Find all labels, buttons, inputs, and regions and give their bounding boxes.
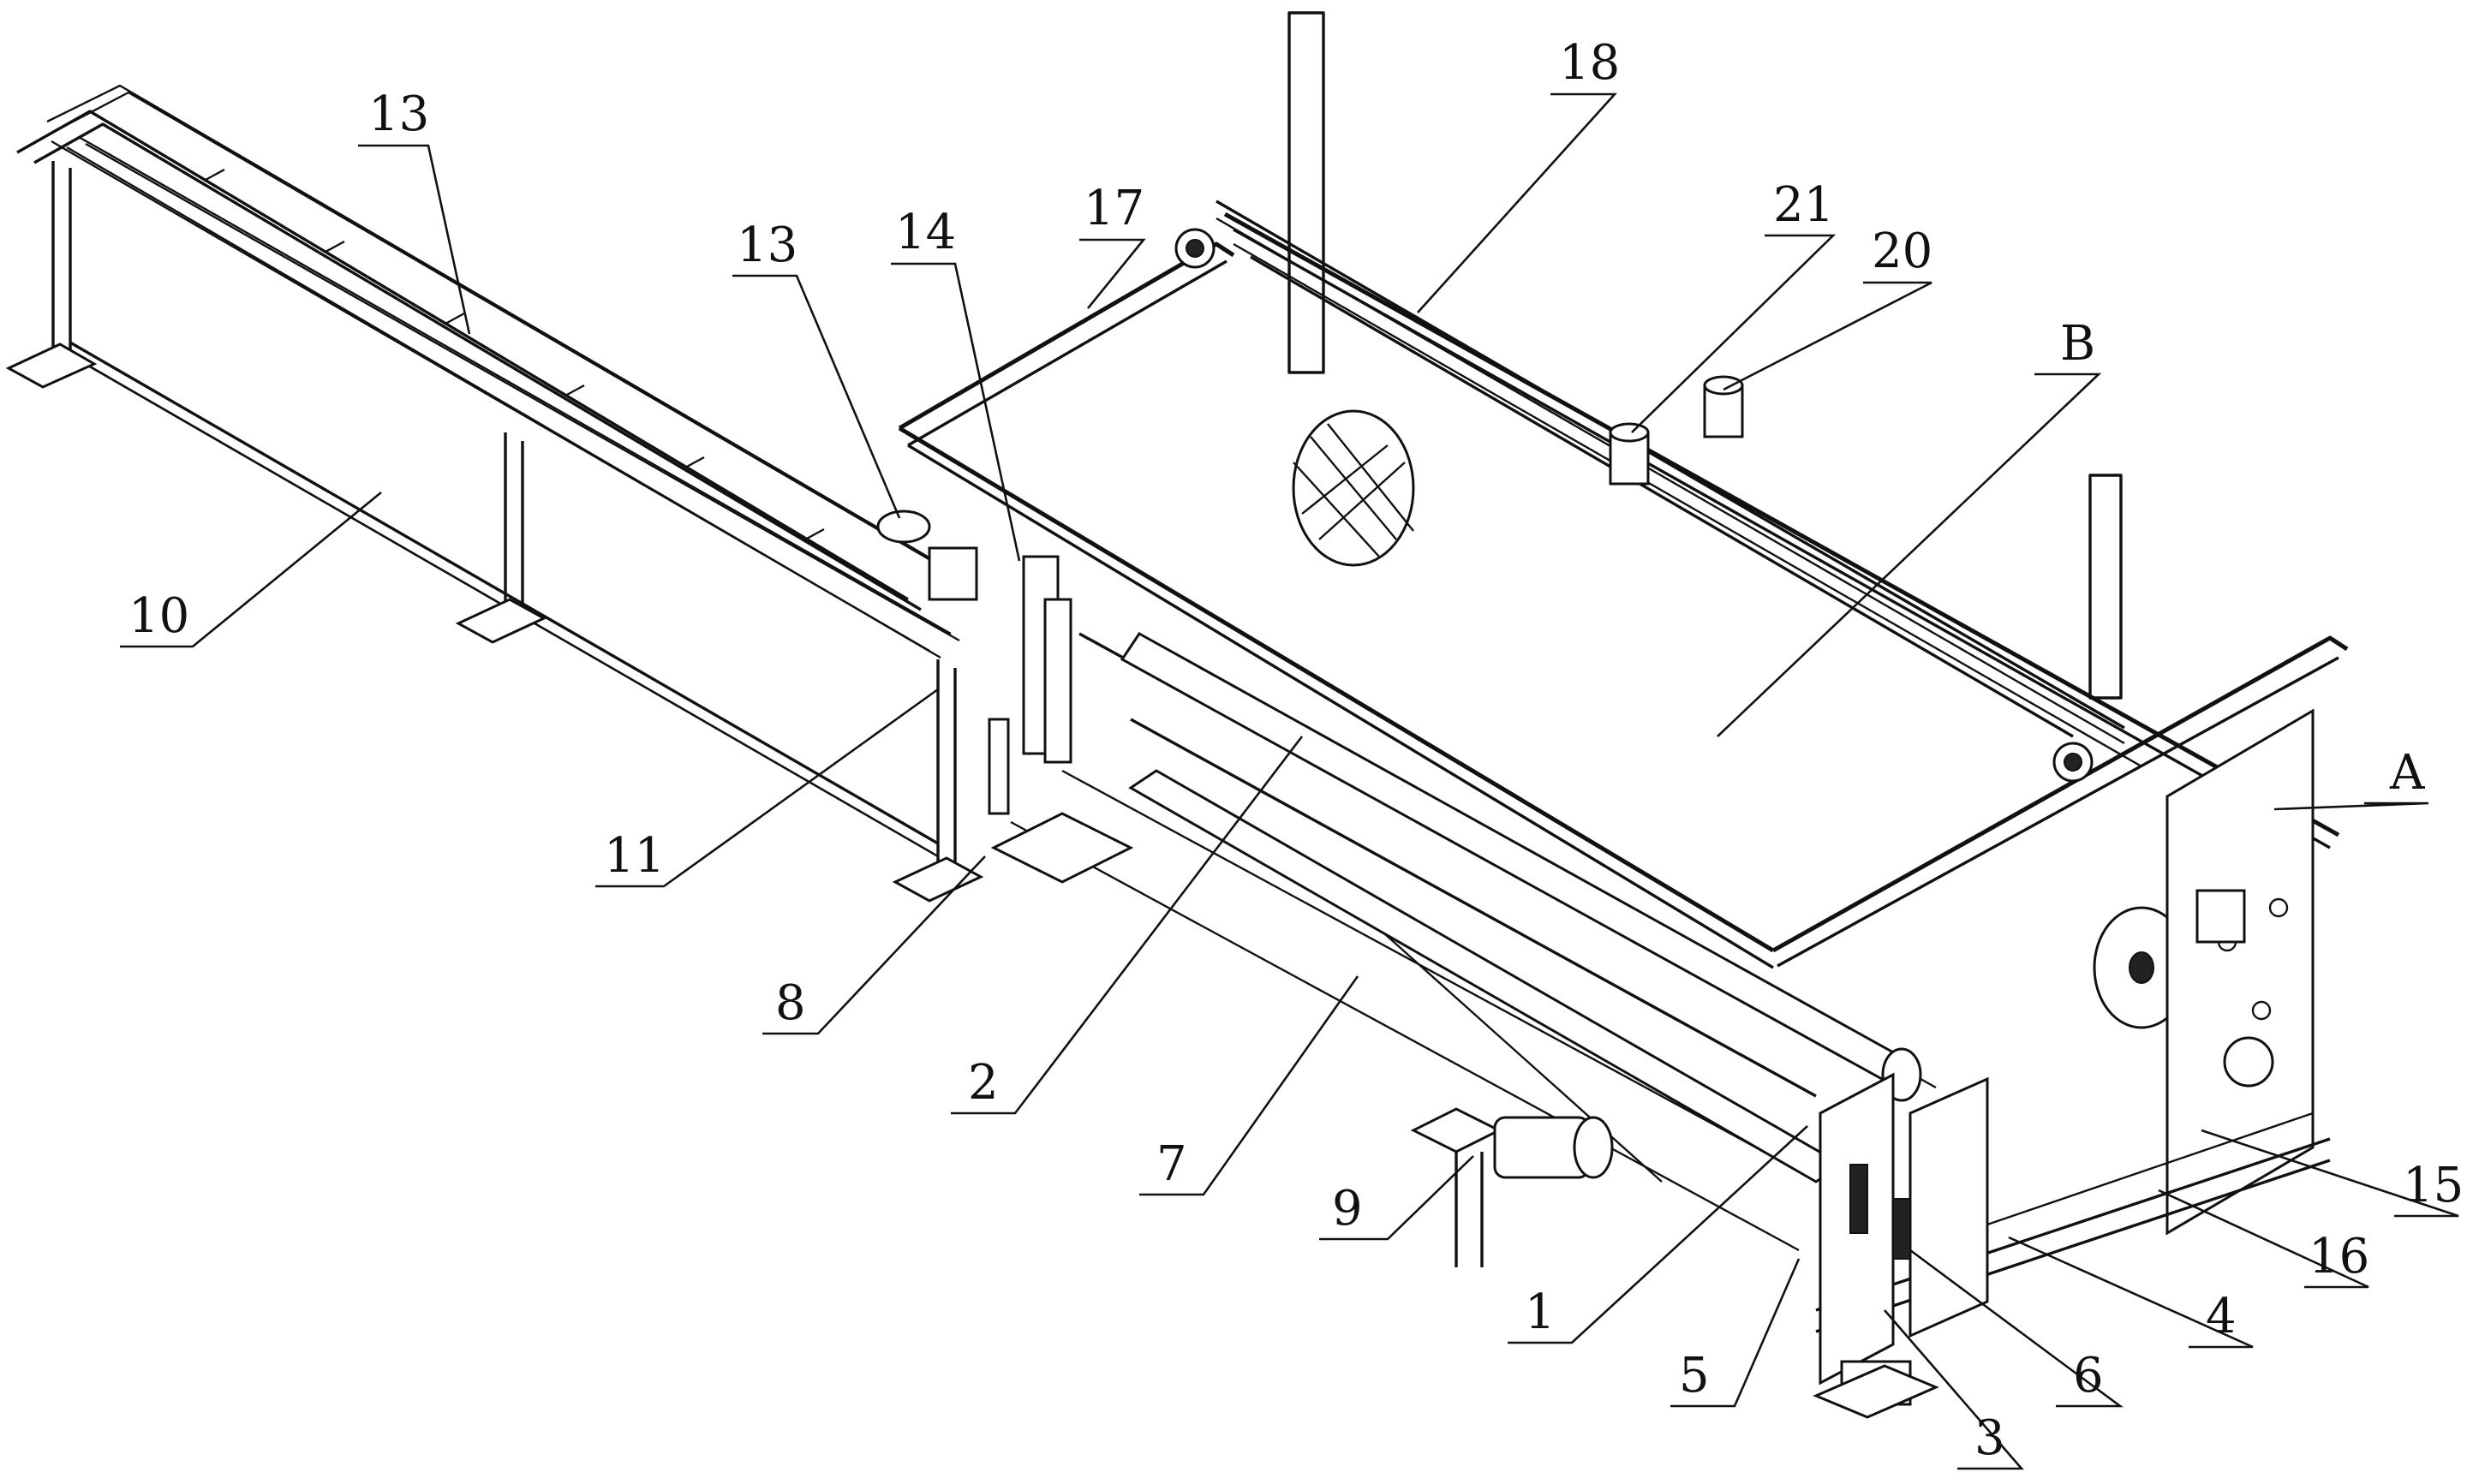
callout-10: 10 <box>128 588 189 644</box>
left-support-unit <box>878 511 1131 882</box>
drive-motor <box>1413 1109 1612 1267</box>
callout-15: 15 <box>2403 1158 2464 1213</box>
callout-9: 9 <box>1332 1181 1363 1237</box>
callout-6: 6 <box>2073 1348 2104 1404</box>
feed-conveyor <box>9 86 981 901</box>
callout-17: 17 <box>1084 181 1144 236</box>
callout-B: B <box>2060 316 2095 372</box>
callout-2: 2 <box>968 1055 999 1111</box>
callout-5: 5 <box>1679 1348 1710 1404</box>
callout-12: 13 <box>368 86 429 142</box>
callout-A: A <box>2389 745 2425 801</box>
callout-8: 8 <box>775 975 806 1031</box>
callout-21: 21 <box>1773 177 1834 233</box>
callout-20: 20 <box>1872 223 1932 279</box>
callout-16: 16 <box>2309 1229 2369 1284</box>
callout-18: 18 <box>1559 35 1620 91</box>
callout-14: 14 <box>895 205 956 260</box>
callout-4: 4 <box>2206 1289 2237 1344</box>
callout-13: 13 <box>737 218 797 273</box>
gantry-frame <box>899 13 2347 968</box>
callout-1: 1 <box>1525 1284 1556 1340</box>
callout-7: 7 <box>1156 1136 1187 1192</box>
callout-11: 11 <box>604 828 665 884</box>
callout-3: 3 <box>1974 1410 2005 1466</box>
